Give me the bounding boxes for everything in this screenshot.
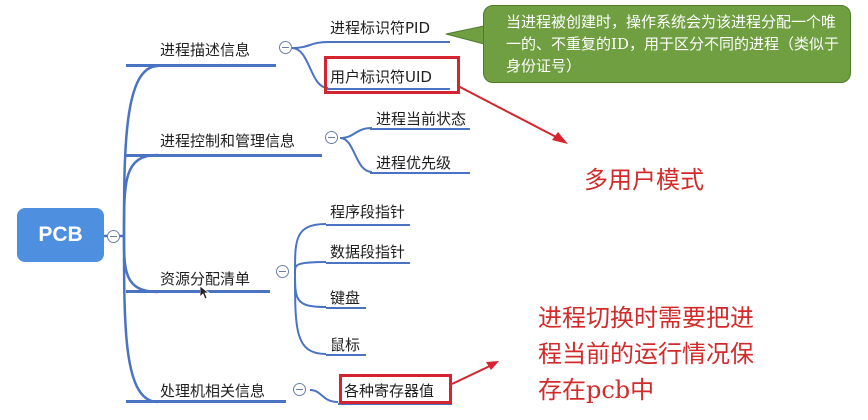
branch-process-control[interactable]: 进程控制和管理信息 xyxy=(160,132,296,150)
connector-b1-c2 xyxy=(291,47,329,89)
node-current-state[interactable]: 进程当前状态 xyxy=(376,110,467,128)
node-pid[interactable]: 进程标识符PID xyxy=(330,19,431,37)
arrow-head-1 xyxy=(552,132,568,144)
highlight-registers xyxy=(339,374,452,404)
multi-user-note: 多用户模式 xyxy=(584,166,704,194)
node-underline xyxy=(370,172,470,174)
mouse-cursor-icon xyxy=(200,286,210,300)
connector-b4-c1 xyxy=(309,389,339,403)
branch-underline xyxy=(126,290,270,293)
node-underline xyxy=(326,88,450,90)
connector-root-branch-1 xyxy=(122,64,159,237)
collapse-toggle-branch-3[interactable] xyxy=(276,265,289,278)
node-underline xyxy=(326,307,366,309)
switch-note-line-3: 存在pcb中 xyxy=(538,376,655,404)
callout-tail xyxy=(445,25,485,45)
connector-root-branch-4 xyxy=(122,235,159,404)
node-data-pointer[interactable]: 数据段指针 xyxy=(330,243,406,261)
node-underline xyxy=(326,224,410,226)
node-priority[interactable]: 进程优先级 xyxy=(376,154,452,172)
node-mouse[interactable]: 鼠标 xyxy=(330,336,361,354)
pid-callout: 当进程被创建时，操作系统会为该进程分配一个唯一的、不重复的ID，用于区分不同的进… xyxy=(483,5,851,83)
connector-b3-c2 xyxy=(294,261,327,273)
node-registers[interactable]: 各种寄存器值 xyxy=(344,382,435,400)
connector-root-branch-3 xyxy=(122,235,159,294)
branch-processor-info[interactable]: 处理机相关信息 xyxy=(160,382,266,400)
collapse-toggle-branch-4[interactable] xyxy=(293,383,306,396)
branch-underline xyxy=(126,64,276,67)
switch-note-line-1: 进程切换时需要把进 xyxy=(538,304,754,332)
pcb-root-node[interactable]: PCB xyxy=(17,208,104,262)
branch-underline xyxy=(126,154,322,157)
connector-b3-c4 xyxy=(294,271,327,355)
arrow-register-to-note xyxy=(451,363,495,385)
branch-resource-list[interactable]: 资源分配清单 xyxy=(160,270,251,288)
connector-b3-c1 xyxy=(294,223,327,273)
collapse-toggle-root[interactable] xyxy=(107,230,120,243)
branch-process-description[interactable]: 进程描述信息 xyxy=(160,41,251,59)
arrow-head-2 xyxy=(486,361,499,370)
node-underline xyxy=(370,128,470,130)
connector-b2-c1 xyxy=(339,127,373,139)
node-underline xyxy=(326,262,410,264)
connector-b3-c3 xyxy=(294,271,327,308)
arrow-uid-to-note xyxy=(457,85,563,141)
switch-note-line-2: 程当前的运行情况保 xyxy=(538,340,754,368)
collapse-toggle-branch-2[interactable] xyxy=(325,131,338,144)
branch-underline xyxy=(126,400,286,403)
node-underline xyxy=(338,403,452,405)
node-underline xyxy=(326,354,366,356)
connector-b2-c2 xyxy=(339,137,373,173)
node-keyboard[interactable]: 键盘 xyxy=(330,289,361,307)
collapse-toggle-branch-1[interactable] xyxy=(279,41,292,54)
connector-root-branch-2 xyxy=(122,153,159,237)
highlight-uid xyxy=(324,56,460,94)
node-uid[interactable]: 用户标识符UID xyxy=(330,68,432,86)
connector-b1-c1 xyxy=(291,41,329,49)
pcb-root-label: PCB xyxy=(38,223,83,246)
pid-callout-text: 当进程被创建时，操作系统会为该进程分配一个唯一的、不重复的ID，用于区分不同的进… xyxy=(506,13,839,75)
node-program-pointer[interactable]: 程序段指针 xyxy=(330,203,406,221)
node-underline xyxy=(326,41,450,43)
